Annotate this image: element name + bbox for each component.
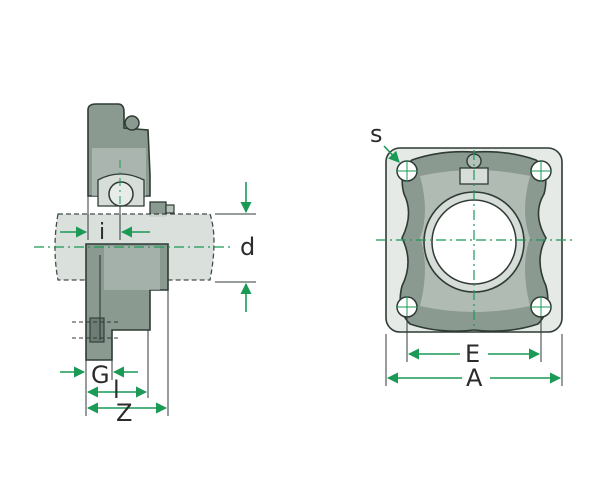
l-label: l <box>113 376 120 404</box>
z-label: Z <box>116 399 132 427</box>
g-label: G <box>91 361 110 389</box>
grease-nipple-side <box>124 115 140 131</box>
d-label: d <box>240 233 255 261</box>
i-label: i <box>99 220 105 245</box>
side-view: d i G l Z <box>34 103 256 427</box>
a-label: A <box>466 364 483 392</box>
s-arrow <box>383 145 400 163</box>
front-view: s E A <box>370 120 572 392</box>
e-label: E <box>465 340 480 368</box>
bearing-ball <box>108 181 134 207</box>
s-label: s <box>370 120 383 148</box>
